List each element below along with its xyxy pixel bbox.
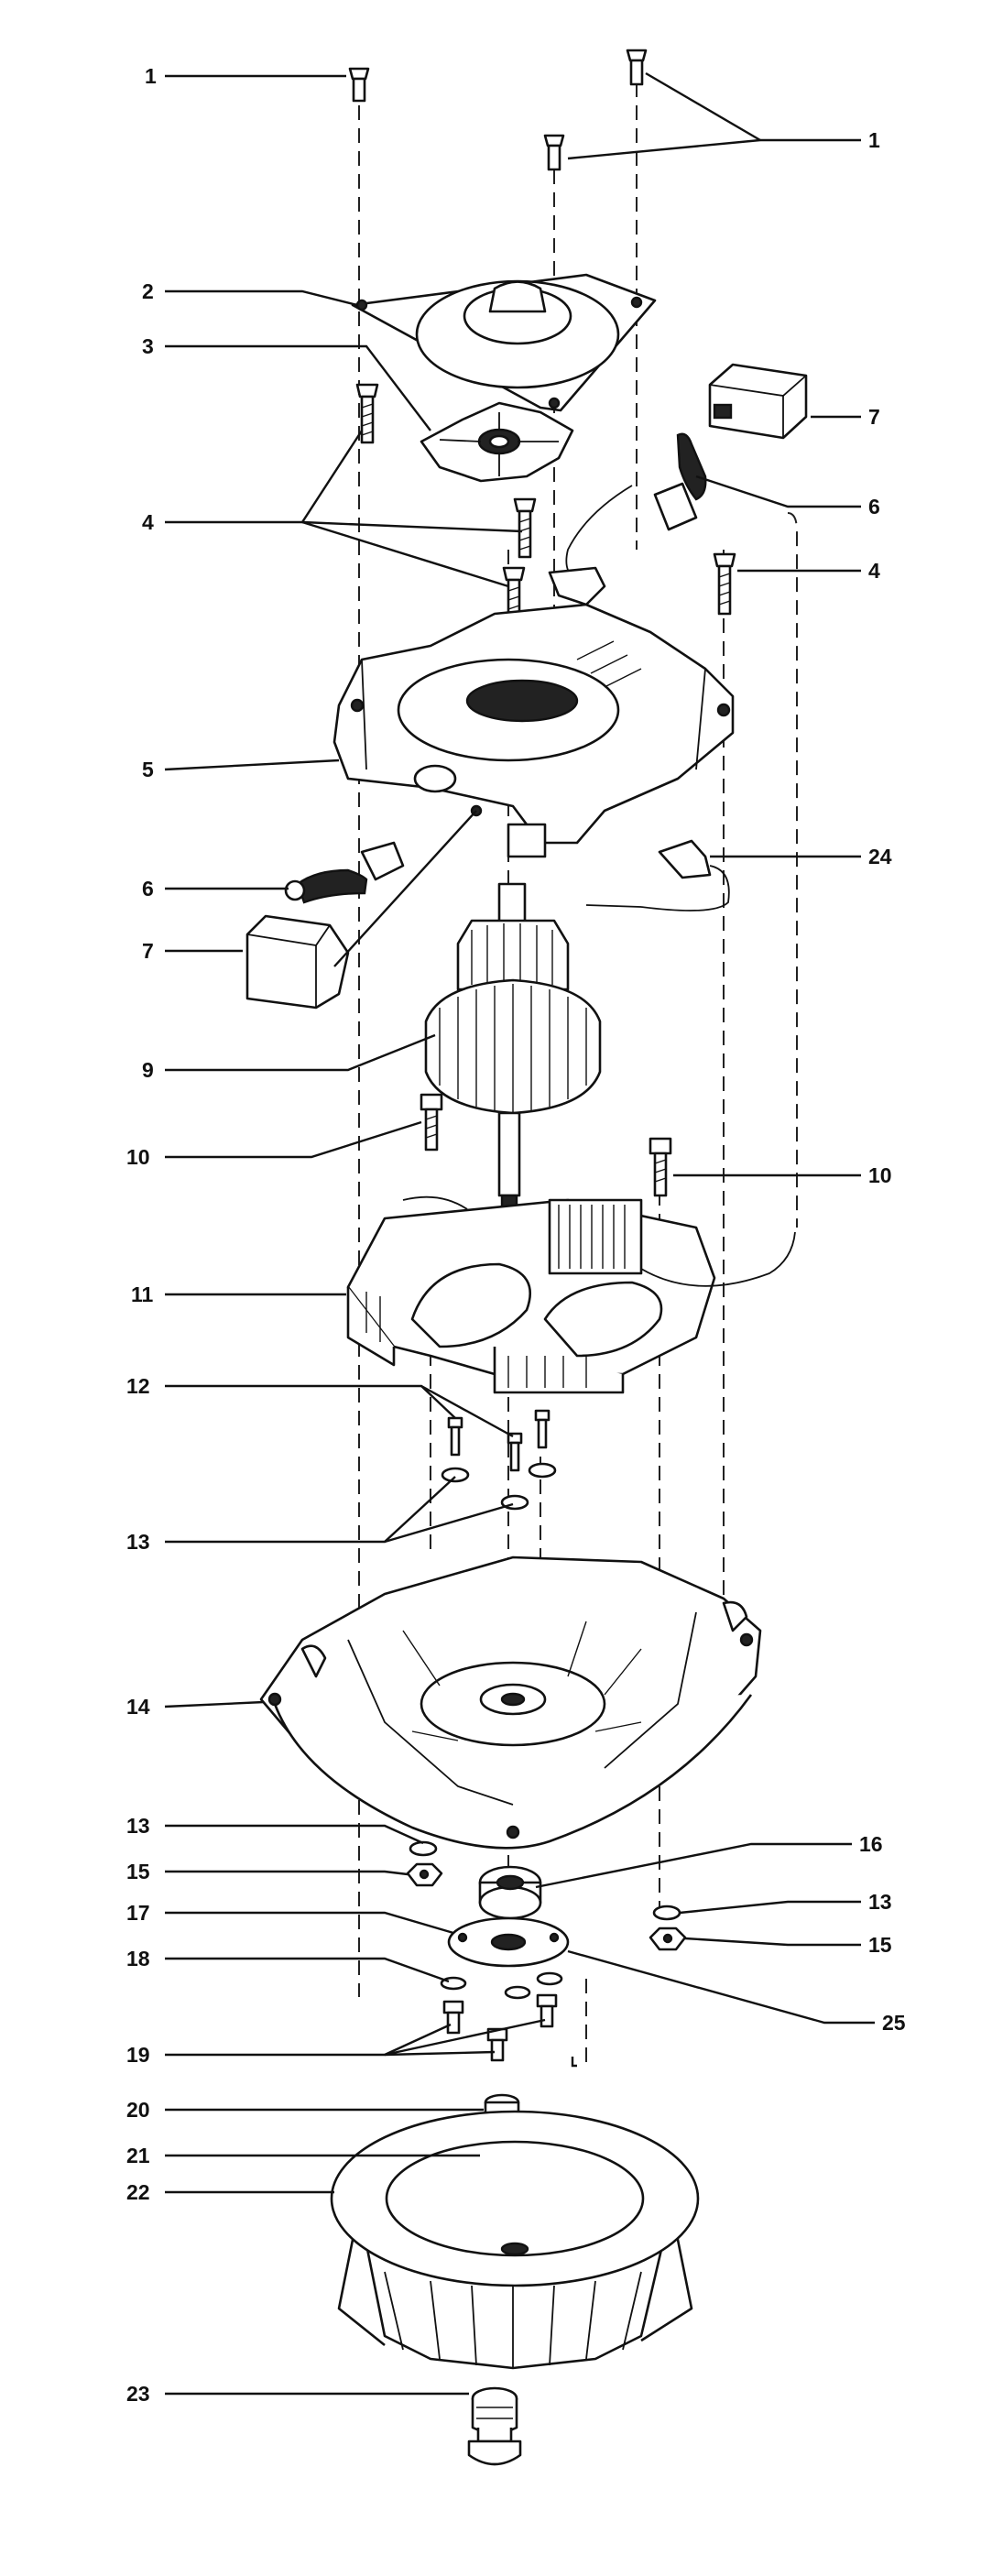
field-bolt-right <box>649 1137 672 1197</box>
retainer-plate <box>447 1916 570 1968</box>
retainer-screws <box>442 1993 558 2062</box>
screw-top-middle <box>543 134 565 171</box>
brush-wire-upper <box>548 485 633 606</box>
armature <box>424 882 602 1234</box>
callout-16: 16 <box>859 1832 883 1856</box>
brush-spring-upper <box>653 432 707 531</box>
callout-25: 25 <box>882 2011 906 2035</box>
coupling-nut <box>467 2386 522 2466</box>
screw-top-right <box>626 49 648 86</box>
terminal-clip <box>585 839 730 911</box>
callout-9: 9 <box>142 1058 154 1082</box>
callout-12: 12 <box>126 1374 150 1398</box>
field-bolt-left <box>420 1093 443 1152</box>
callout-1-right: 1 <box>868 128 880 152</box>
callout-14: 14 <box>126 1695 150 1719</box>
fan-impeller <box>330 2110 700 2370</box>
brush-cap-lower <box>245 914 350 1010</box>
callout-3: 3 <box>142 334 154 358</box>
screw-long-right <box>713 552 736 616</box>
callout-7-left: 7 <box>142 939 154 963</box>
small-screws <box>447 1409 551 1472</box>
callout-5: 5 <box>142 758 154 781</box>
callout-10-left: 10 <box>126 1145 150 1169</box>
callout-1-left: 1 <box>145 64 157 88</box>
callout-2: 2 <box>142 279 154 303</box>
callout-6-left: 6 <box>142 877 154 901</box>
brush-cap-upper <box>708 363 808 440</box>
screw-long-middle <box>513 497 537 559</box>
screw-long-left <box>355 383 379 444</box>
callout-labels: 1 1 2 3 4 4 5 6 6 7 7 9 10 10 24 11 12 1… <box>126 64 906 2406</box>
callout-13-upper: 13 <box>126 1530 150 1554</box>
callout-24: 24 <box>868 845 892 868</box>
field-coil <box>346 1195 796 1394</box>
washers-upper <box>441 1462 557 1511</box>
callout-21: 21 <box>126 2144 150 2167</box>
washer-nut-left <box>406 1840 443 1887</box>
brush-housing <box>332 603 735 858</box>
callout-19: 19 <box>126 2043 150 2067</box>
bearing <box>478 1865 542 1920</box>
callout-13-lower-left: 13 <box>126 1814 150 1838</box>
leader-lines <box>164 71 875 2396</box>
callout-4-right: 4 <box>868 559 880 583</box>
brush-spring-lower <box>284 841 405 904</box>
callout-6-right: 6 <box>868 495 880 518</box>
callout-20: 20 <box>126 2098 150 2122</box>
cooling-fan <box>420 401 574 483</box>
callout-18: 18 <box>126 1947 150 1970</box>
callout-7-right: 7 <box>868 405 880 429</box>
callout-10-right: 10 <box>868 1163 892 1187</box>
callout-11: 11 <box>131 1283 154 1306</box>
callout-17: 17 <box>126 1901 150 1925</box>
callout-22: 22 <box>126 2180 150 2204</box>
callout-23: 23 <box>126 2382 150 2406</box>
screw-top-left <box>348 67 370 103</box>
callout-15-right: 15 <box>868 1933 892 1957</box>
callout-4-left: 4 <box>142 510 154 534</box>
end-plate <box>351 273 657 412</box>
motor-frame <box>259 1555 762 1850</box>
callout-13-lower-right: 13 <box>868 1890 892 1914</box>
washer-nut-right <box>649 1905 687 1951</box>
callout-15-left: 15 <box>126 1860 150 1883</box>
